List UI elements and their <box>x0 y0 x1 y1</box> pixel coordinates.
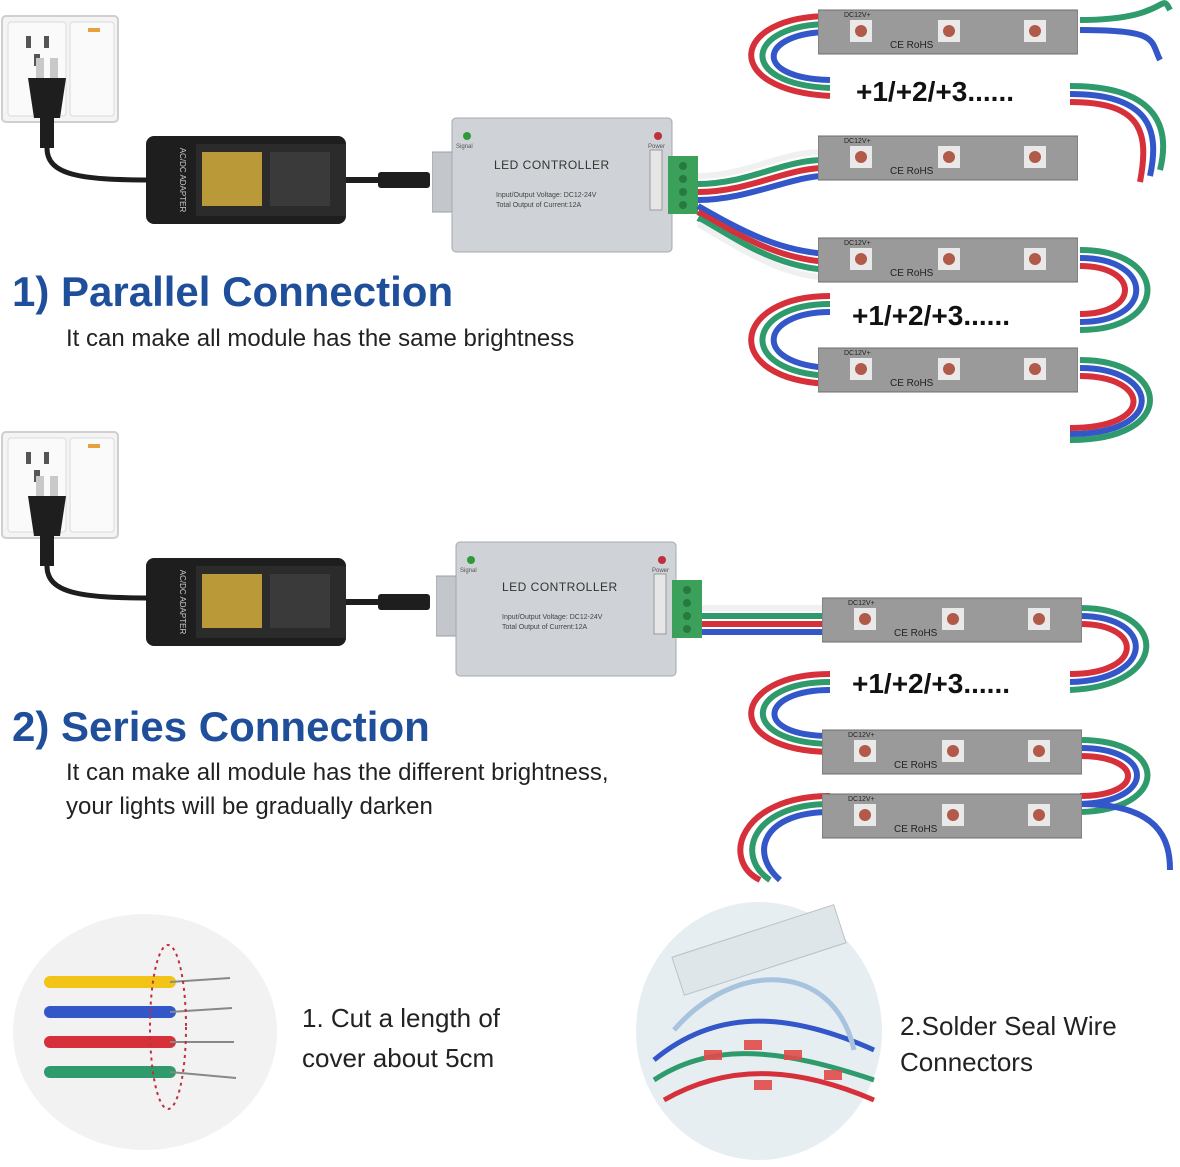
step-image-cut-wire <box>10 912 280 1152</box>
multiplier-label: +1/+2/+3...... <box>852 300 1011 331</box>
led-module: DC12V+ CE RoHS <box>821 596 1083 644</box>
power-adapter: AC/DC ADAPTER <box>146 136 430 224</box>
led-module: DC12V+ CE RoHS <box>817 134 1079 182</box>
controller-power-label: Power <box>652 568 670 574</box>
adapter-label: AC/DC ADAPTER <box>178 148 187 213</box>
adapter-label: AC/DC ADAPTER <box>178 570 187 635</box>
led-module: DC12V+ CE RoHS <box>821 728 1083 776</box>
controller-signal-label: Signal <box>456 144 473 150</box>
module-voltage-label: DC12V+ <box>844 138 871 145</box>
module-cert-label: CE RoHS <box>894 824 938 835</box>
signal-led-icon <box>463 132 471 140</box>
section-title-series: 2) Series Connection <box>12 703 430 750</box>
section-description-series-line2: your lights will be gradually darken <box>66 793 433 820</box>
led-module: DC12V+ CE RoHS <box>821 792 1083 840</box>
controller-spec-current: Total Output of Current:12A <box>496 202 582 209</box>
power-led-icon <box>654 132 662 140</box>
power-plug <box>28 476 151 601</box>
step-2-line1: 2.Solder Seal Wire <box>900 1011 1117 1041</box>
section-title-parallel: 1) Parallel Connection <box>12 268 454 315</box>
multiplier-label: +1/+2/+3...... <box>852 668 1011 699</box>
module-cert-label: CE RoHS <box>890 166 934 177</box>
module-voltage-label: DC12V+ <box>844 12 871 19</box>
parallel-wiring <box>696 0 1173 443</box>
controller-title: LED CONTROLLER <box>502 580 618 594</box>
controller-signal-label: Signal <box>460 568 477 574</box>
controller-spec-current: Total Output of Current:12A <box>502 624 588 631</box>
multiplier-label: +1/+2/+3...... <box>856 76 1015 107</box>
led-module: DC12V+ CE RoHS <box>817 8 1079 56</box>
section-description-parallel: It can make all module has the same brig… <box>66 325 575 352</box>
controller-title: LED CONTROLLER <box>494 158 610 172</box>
power-led-icon <box>658 556 666 564</box>
controller-spec-voltage: Input/Output Voltage: DC12-24V <box>502 614 603 621</box>
step-2-line2: Connectors <box>900 1047 1033 1077</box>
module-cert-label: CE RoHS <box>894 628 938 639</box>
signal-led-icon <box>467 556 475 564</box>
controller-spec-voltage: Input/Output Voltage: DC12-24V <box>496 192 597 199</box>
power-plug <box>28 58 151 183</box>
section-description-series-line1: It can make all module has the different… <box>66 759 609 786</box>
module-cert-label: CE RoHS <box>890 40 934 51</box>
step-image-solder-connectors <box>634 900 884 1162</box>
led-controller: Signal Power LED CONTROLLER Input/Output… <box>435 536 706 682</box>
module-voltage-label: DC12V+ <box>844 350 871 357</box>
led-module: DC12V+ CE RoHS <box>817 346 1079 394</box>
module-voltage-label: DC12V+ <box>848 600 875 607</box>
step-1-line2: cover about 5cm <box>302 1043 495 1073</box>
power-adapter: AC/DC ADAPTER <box>146 558 430 646</box>
led-module: DC12V+ CE RoHS <box>817 236 1079 284</box>
module-cert-label: CE RoHS <box>890 268 934 279</box>
led-controller: Signal Power LED CONTROLLER Input/Output… <box>431 112 702 258</box>
module-voltage-label: DC12V+ <box>848 732 875 739</box>
module-voltage-label: DC12V+ <box>844 240 871 247</box>
series-wiring <box>702 605 1173 883</box>
module-voltage-label: DC12V+ <box>848 796 875 803</box>
step-1-line1: 1. Cut a length of <box>302 1003 501 1033</box>
controller-power-label: Power <box>648 144 666 150</box>
module-cert-label: CE RoHS <box>890 378 934 389</box>
module-cert-label: CE RoHS <box>894 760 938 771</box>
